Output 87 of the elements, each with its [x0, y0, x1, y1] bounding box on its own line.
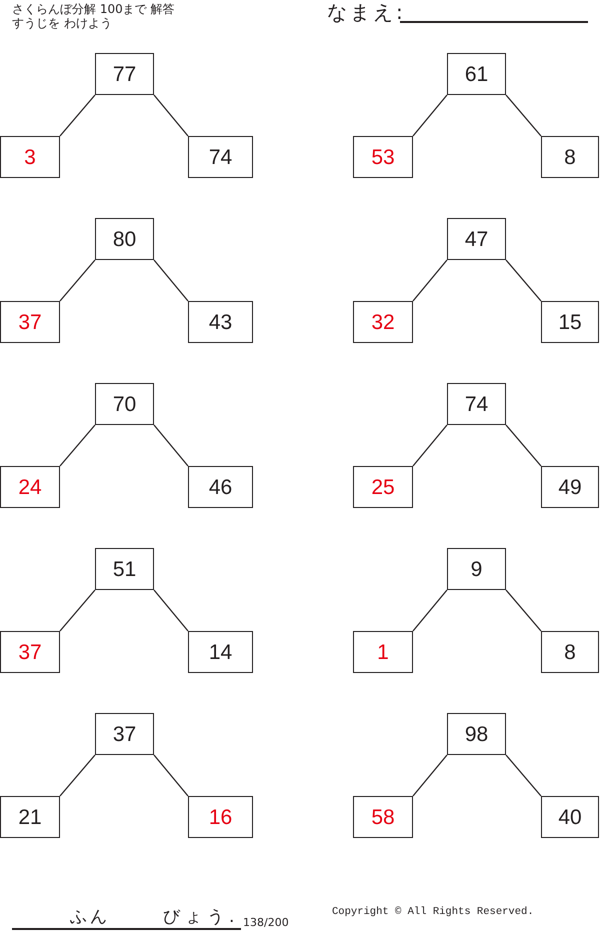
number-box: [188, 796, 253, 838]
number: 15: [558, 312, 582, 332]
answer-number: 16: [208, 806, 232, 828]
number-box: [353, 301, 413, 343]
copyright-text: Copyright © All Rights Reserved.: [332, 906, 534, 918]
number-box: [188, 136, 253, 178]
number: 70: [112, 394, 136, 414]
number-box: [95, 383, 154, 425]
answer-number: 32: [371, 312, 395, 332]
connector-line: [506, 94, 542, 136]
number-box: [353, 136, 413, 178]
connector-line: [412, 590, 448, 632]
answer-number: 37: [18, 312, 42, 332]
connector-line: [506, 754, 542, 796]
number-box: [541, 301, 599, 343]
number-box: [188, 466, 253, 508]
number-box: [541, 136, 599, 178]
number: 43: [208, 312, 232, 332]
number: 61: [464, 64, 488, 84]
number-box: [188, 631, 253, 673]
connector-line: [506, 260, 542, 302]
connector-line: [412, 260, 448, 302]
number: 80: [112, 228, 136, 250]
number: 40: [558, 806, 582, 828]
number: 98: [464, 724, 488, 744]
minutes-label: ふん: [70, 908, 110, 928]
answer-number: 53: [371, 146, 395, 168]
number: 74: [208, 146, 232, 168]
answer-number: 3: [24, 146, 36, 168]
connector-line: [60, 260, 96, 302]
answer-number: 58: [371, 806, 395, 828]
connector-line: [154, 590, 188, 632]
connector-line: [506, 590, 542, 632]
number: 47: [464, 228, 488, 250]
name-label: なまえ:: [327, 1, 406, 24]
number: 8: [564, 642, 576, 662]
number-box: [541, 796, 599, 838]
number: 49: [558, 476, 582, 498]
connector-line: [154, 754, 188, 796]
connector-line: [412, 754, 448, 796]
number-box: [541, 466, 599, 508]
connector-line: [60, 590, 96, 632]
worksheet-title: さくらんぼ分解 100まで 解答: [12, 3, 175, 17]
connector-line: [60, 754, 96, 796]
number-box: [95, 548, 154, 590]
number-box: [447, 713, 506, 755]
number: 9: [470, 558, 482, 580]
number-box: [95, 218, 154, 260]
number: 21: [18, 806, 42, 828]
number: 46: [208, 476, 232, 498]
connector-line: [412, 424, 448, 466]
number-box: [0, 631, 60, 673]
number: 51: [112, 558, 136, 580]
connector-line: [60, 94, 96, 136]
page-number: 138/200: [243, 917, 289, 930]
instruction-text: すうじを わけよう: [12, 17, 112, 31]
number-box: [353, 796, 413, 838]
seconds-label: びょう.: [163, 908, 240, 928]
connector-line: [506, 424, 542, 466]
connector-line: [60, 424, 96, 466]
answer-number: 25: [371, 476, 395, 498]
answer-number: 1: [377, 642, 389, 662]
number-box: [188, 301, 253, 343]
number: 8: [564, 146, 576, 168]
number: 77: [112, 64, 136, 84]
connector-line: [154, 424, 188, 466]
connector-line: [412, 94, 448, 136]
number: 37: [112, 724, 136, 744]
number-box: [447, 53, 506, 95]
number-box: [541, 631, 599, 673]
number-box: [353, 466, 413, 508]
number-box: [353, 631, 413, 673]
connector-line: [154, 94, 188, 136]
number-box: [0, 301, 60, 343]
number-box: [447, 548, 506, 590]
number-box: [95, 53, 154, 95]
number-box: [0, 136, 60, 178]
number: 74: [464, 394, 488, 414]
number-box: [447, 218, 506, 260]
answer-number: 24: [18, 476, 42, 498]
number-box: [0, 466, 60, 508]
number: 14: [208, 642, 232, 662]
number-box: [447, 383, 506, 425]
answer-number: 37: [18, 642, 42, 662]
number-box: [0, 796, 60, 838]
connector-line: [154, 260, 188, 302]
number-box: [95, 713, 154, 755]
